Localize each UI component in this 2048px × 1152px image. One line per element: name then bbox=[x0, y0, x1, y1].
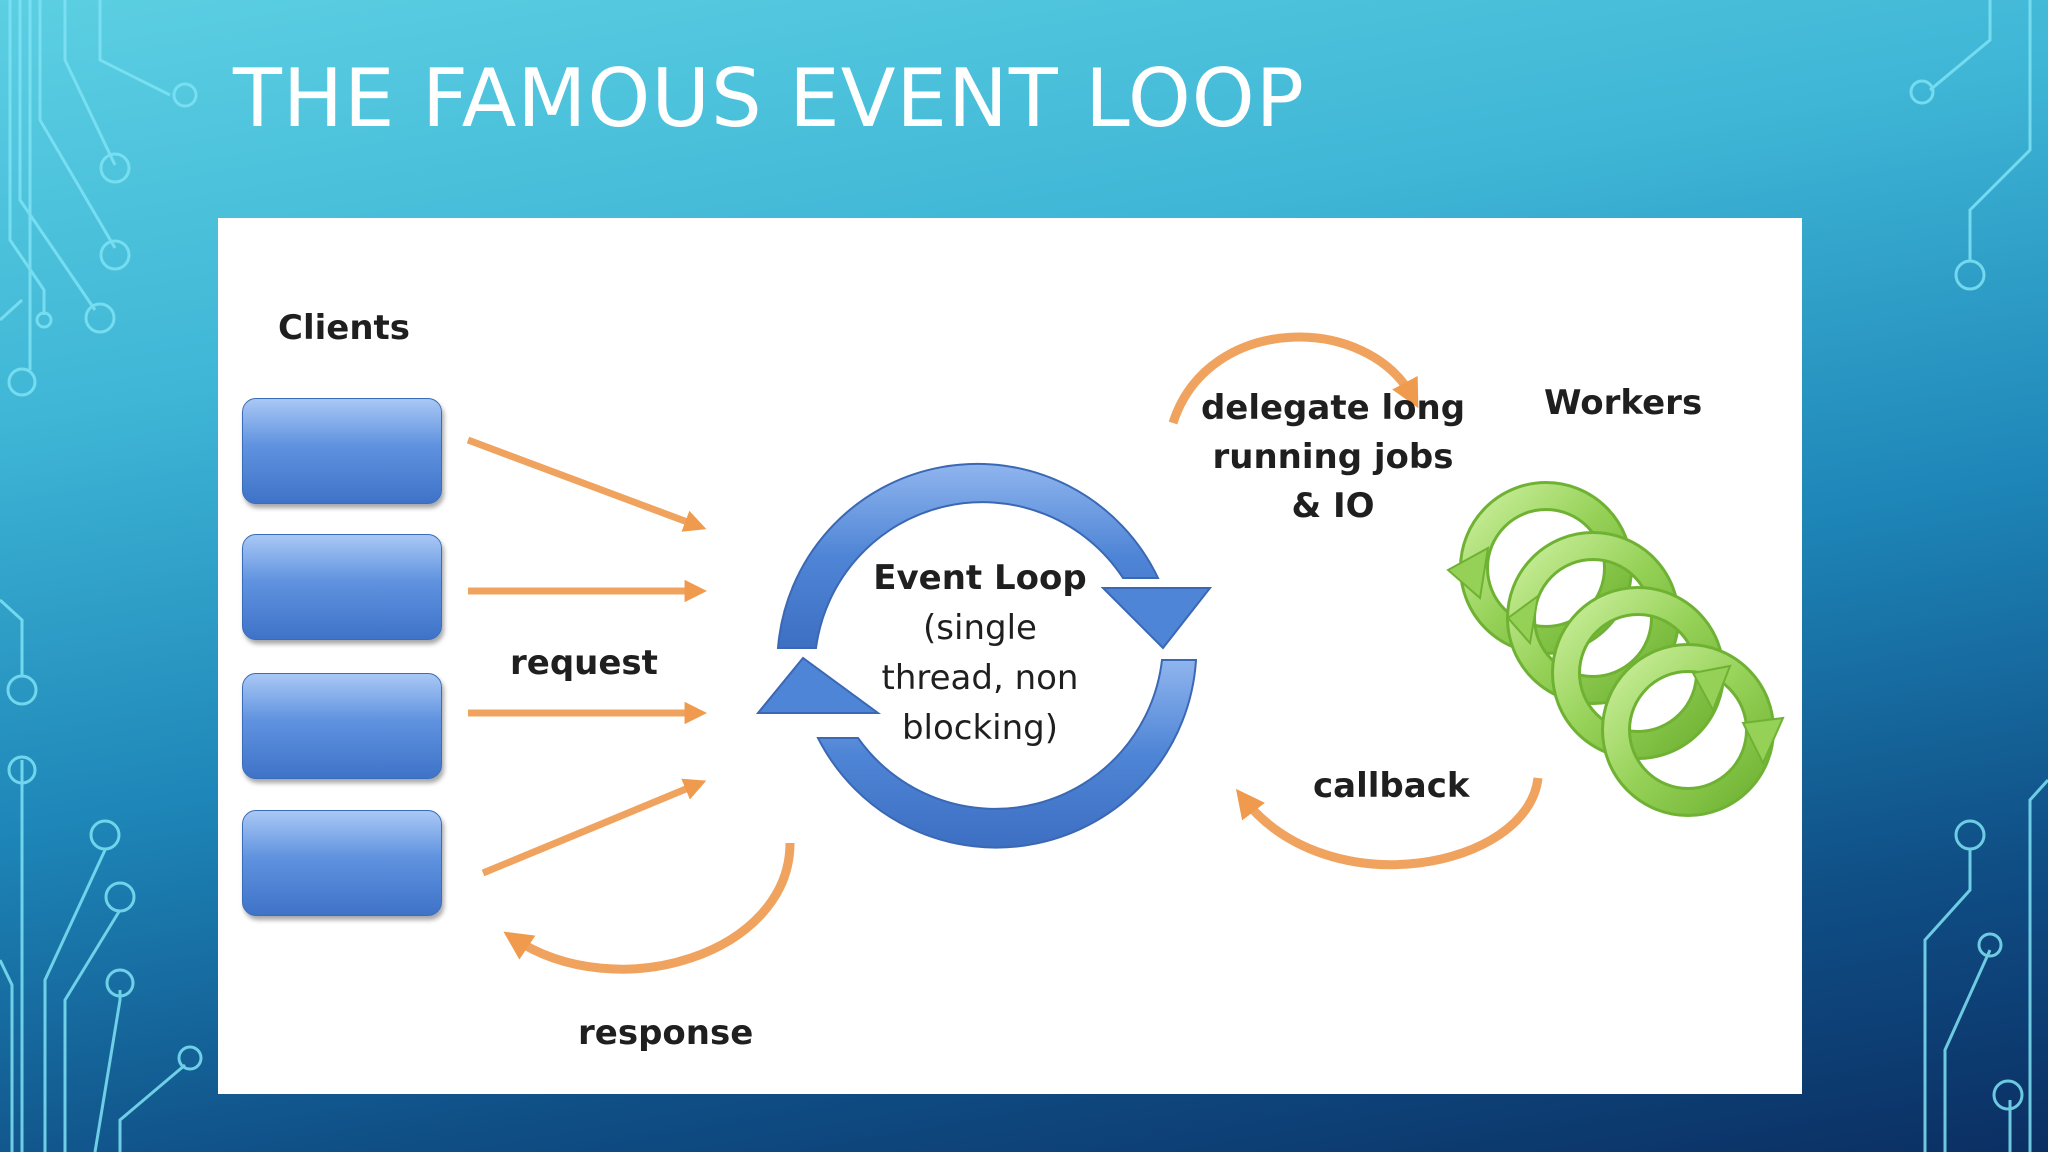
client-box-4 bbox=[242, 810, 442, 916]
request-arrow-1 bbox=[466, 436, 707, 532]
response-arrow bbox=[503, 842, 795, 974]
callback-arrow bbox=[1235, 777, 1543, 870]
delegate-line-3: & IO bbox=[1291, 486, 1375, 526]
slide-title: THE FAMOUS EVENT LOOP bbox=[233, 52, 1306, 145]
delegate-line-2: running jobs bbox=[1212, 437, 1454, 477]
delegate-line-1: delegate long bbox=[1200, 388, 1466, 428]
client-box-3 bbox=[242, 673, 442, 779]
event-loop-ring bbox=[755, 462, 1213, 849]
callback-label: callback bbox=[1313, 766, 1470, 806]
client-box-1 bbox=[242, 398, 442, 504]
clients-label: Clients bbox=[278, 308, 411, 348]
event-loop-title: Event Loop bbox=[873, 558, 1087, 598]
event-loop-line-3: blocking) bbox=[901, 708, 1059, 748]
request-label: request bbox=[510, 643, 658, 683]
diagram-panel: Clients request response Event Loop (sin… bbox=[218, 218, 1802, 1094]
client-box-2 bbox=[242, 534, 442, 640]
event-loop-line-2: thread, non bbox=[881, 658, 1079, 698]
event-loop-line-1: (single bbox=[923, 608, 1037, 648]
response-label: response bbox=[578, 1013, 754, 1053]
workers-label: Workers bbox=[1544, 383, 1703, 423]
diagram-graphics bbox=[466, 332, 1785, 974]
workers-group bbox=[1446, 481, 1785, 817]
request-arrow-4 bbox=[481, 778, 707, 877]
delegate-arrow bbox=[1168, 332, 1419, 425]
